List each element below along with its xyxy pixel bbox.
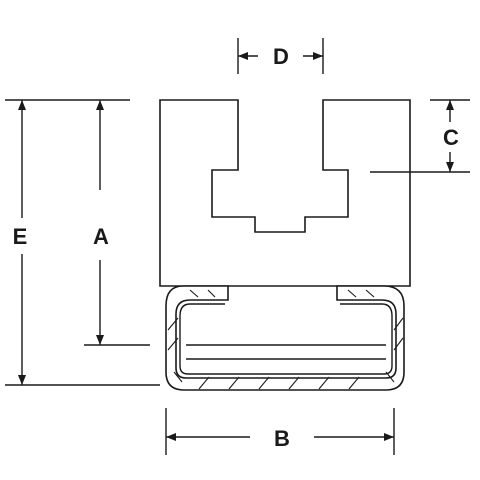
label-b: B xyxy=(274,426,290,451)
dimension-c: C xyxy=(370,99,470,173)
label-e: E xyxy=(13,224,28,249)
dimension-b: B xyxy=(165,408,395,455)
label-c: C xyxy=(443,125,459,150)
guide-strip xyxy=(165,285,405,391)
hatch-marks xyxy=(167,289,404,390)
label-d: D xyxy=(273,44,289,69)
label-a: A xyxy=(93,224,109,249)
mounting-block xyxy=(159,99,411,287)
dimension-e: E xyxy=(5,99,160,386)
dimension-a: A xyxy=(84,100,150,346)
dimension-d: D xyxy=(237,38,324,74)
